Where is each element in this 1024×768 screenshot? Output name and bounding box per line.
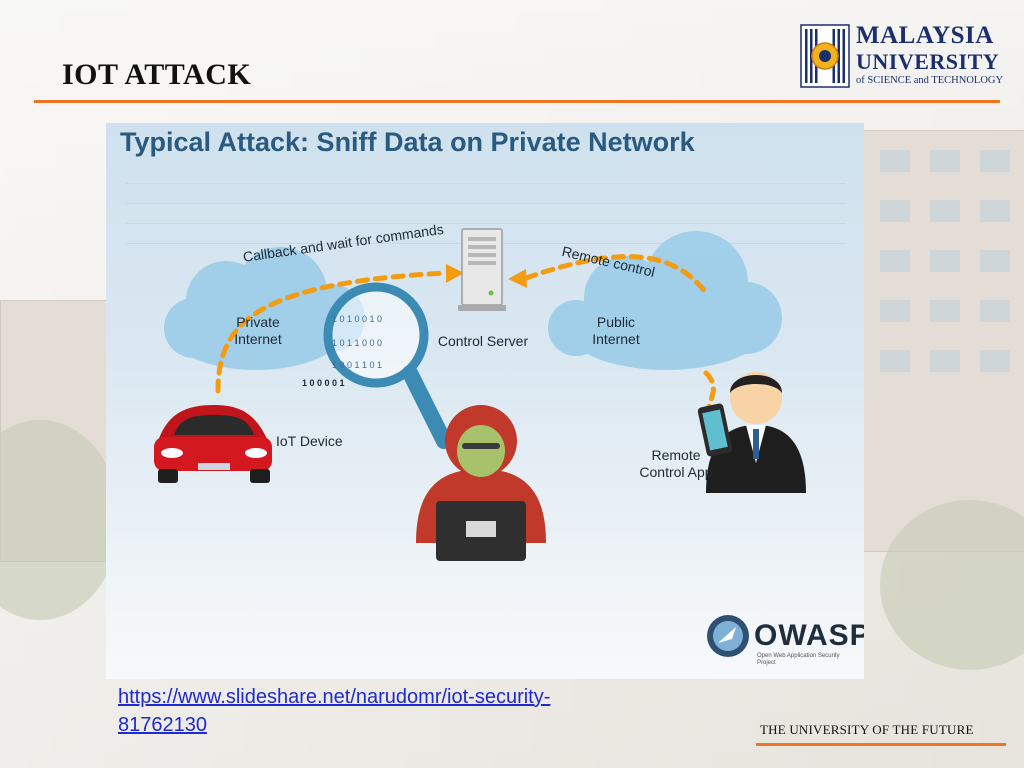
- control-server-icon: [458, 228, 506, 311]
- logo-line-1: MALAYSIA: [856, 22, 994, 49]
- binary-row: 1 0 1 1 0 0 0: [332, 338, 383, 348]
- source-link[interactable]: https://www.slideshare.net/narudomr/iot-…: [118, 686, 551, 736]
- attack-diagram: Typical Attack: Sniff Data on Private Ne…: [106, 123, 864, 679]
- binary-row: 1 0 0 1 1 0 1: [332, 360, 383, 370]
- title-divider: [34, 100, 1000, 103]
- owasp-subtitle: Open Web Application Security Project: [757, 653, 840, 666]
- private-cloud: [164, 247, 365, 370]
- university-logo: MALAYSIA UNIVERSITY of SCIENCE and TECHN…: [800, 22, 1004, 90]
- iot-car-icon: [154, 405, 272, 483]
- remote-user-icon: [697, 372, 806, 493]
- private-internet-label: Private Internet: [234, 314, 282, 347]
- diagram-title: Typical Attack: Sniff Data on Private Ne…: [120, 127, 695, 157]
- hacker-icon: [416, 405, 546, 561]
- tagline-underline: [756, 743, 1006, 746]
- binary-row: 1 0 0 0 0 1: [302, 378, 345, 388]
- magnifier-icon: [323, 282, 452, 449]
- owasp-logo-icon: [707, 615, 749, 657]
- logo-line-2: UNIVERSITY: [856, 49, 1000, 74]
- binary-row: 1 0 1 0 0 1 0: [332, 314, 383, 324]
- control-server-label: Control Server: [437, 333, 529, 349]
- page-title: IOT ATTACK: [62, 58, 252, 91]
- university-crest-icon: [800, 24, 850, 88]
- owasp-wordmark: OWASP: [754, 619, 864, 652]
- public-internet-label: Public Internet: [592, 314, 640, 347]
- diagram-graphics: [126, 183, 846, 657]
- iot-device-label: IoT Device: [276, 433, 343, 449]
- remote-app-label: Remote Control App: [639, 447, 713, 480]
- logo-line-3: of SCIENCE and TECHNOLOGY: [856, 75, 1004, 86]
- university-tagline: THE UNIVERSITY OF THE FUTURE: [760, 722, 974, 737]
